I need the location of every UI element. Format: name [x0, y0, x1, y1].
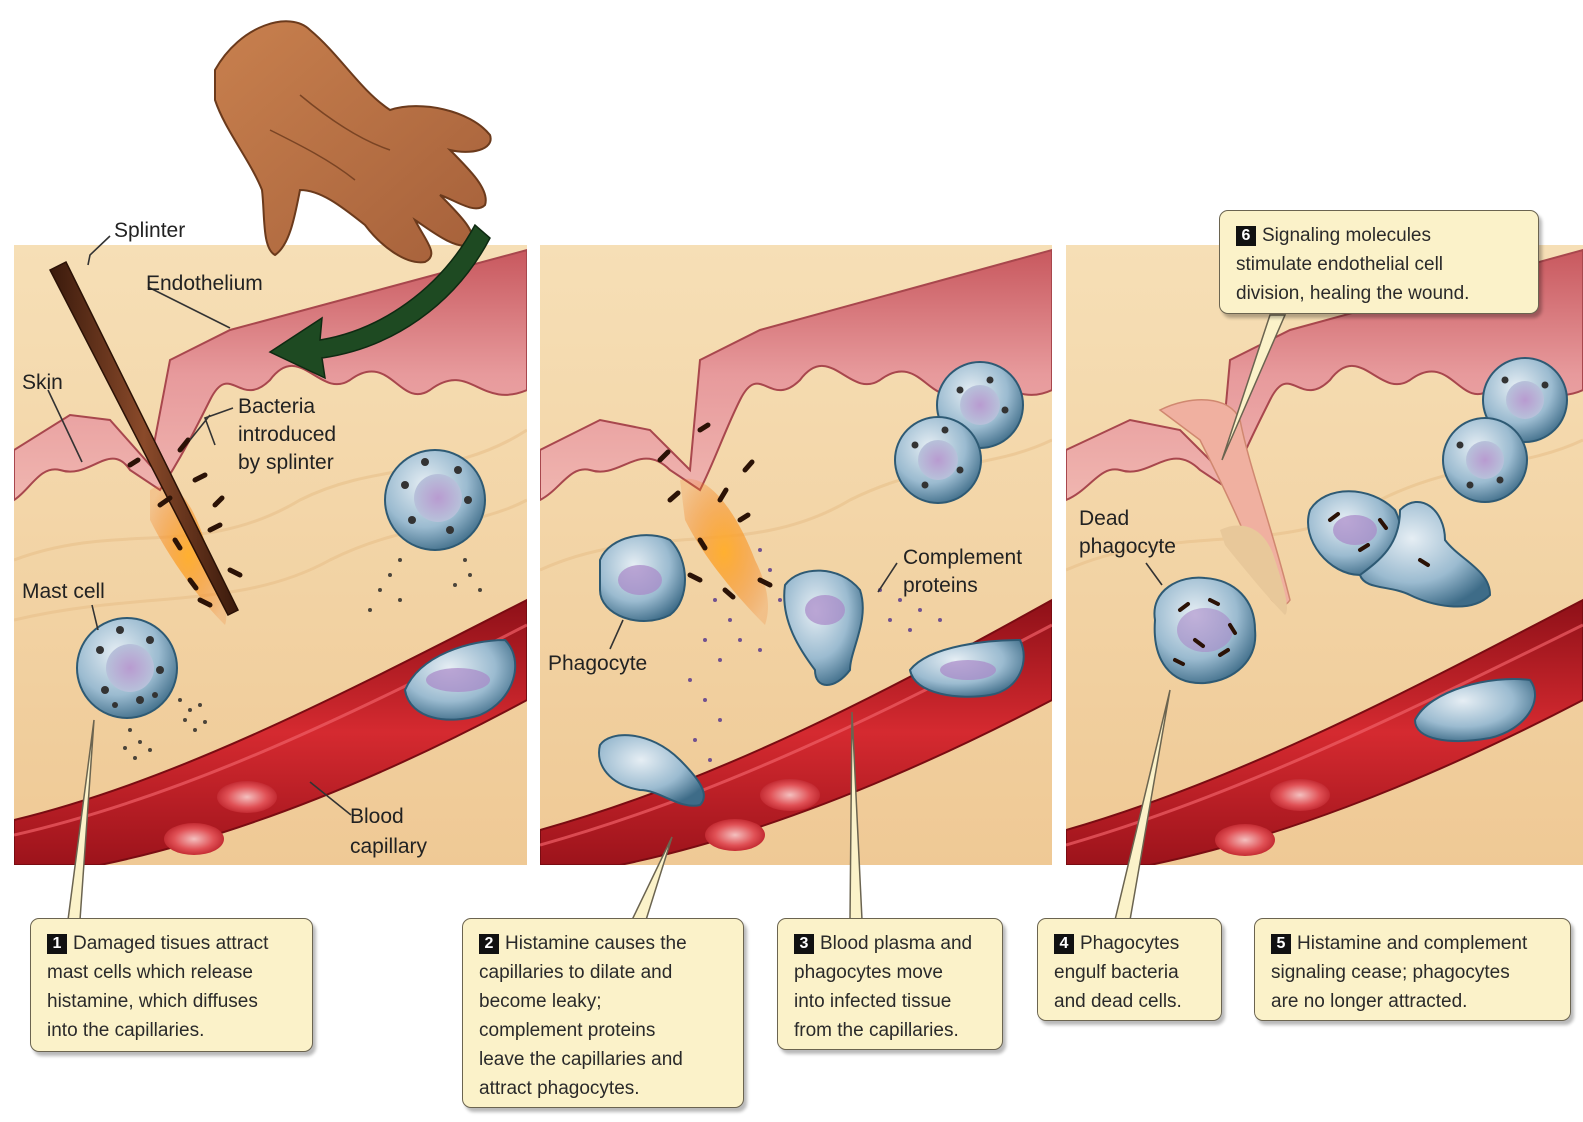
- label-dead-phagocyte-1: Dead: [1079, 507, 1129, 530]
- step-6-line-3: division, healing the wound.: [1236, 279, 1526, 308]
- step-4-line-2: engulf bacteria: [1054, 958, 1209, 987]
- step-2-line-2: capillaries to dilate and: [479, 958, 731, 987]
- step-1-line-4: into the capillaries.: [47, 1016, 300, 1045]
- label-endothelium: Endothelium: [146, 272, 263, 295]
- step-4-line-3: and dead cells.: [1054, 987, 1209, 1016]
- callout-step-5: 5 Histamine and complement signaling ceas…: [1254, 918, 1571, 1021]
- step-3-number: 3: [794, 934, 814, 954]
- step-2-line-1: Histamine causes the: [505, 933, 687, 954]
- label-complement-1: Complement: [903, 546, 1022, 569]
- step-2-line-6: attract phagocytes.: [479, 1074, 731, 1103]
- label-splinter: Splinter: [114, 219, 185, 242]
- step-5-line-3: are no longer attracted.: [1271, 987, 1558, 1016]
- step-3-line-1: Blood plasma and: [820, 933, 972, 954]
- label-bacteria-1: Bacteria: [238, 395, 315, 418]
- label-bacteria-2: introduced: [238, 423, 336, 446]
- callout-step-4: 4 Phagocytes engulf bacteria and dead cel…: [1037, 918, 1222, 1021]
- step-1-number: 1: [47, 934, 67, 954]
- label-phagocyte: Phagocyte: [548, 652, 647, 675]
- step-1-line-1: Damaged tisues attract: [73, 933, 268, 954]
- step-5-number: 5: [1271, 934, 1291, 954]
- step-1-line-2: mast cells which release: [47, 958, 300, 987]
- label-blood-capillary-1: Blood: [350, 805, 404, 828]
- step-2-number: 2: [479, 934, 499, 954]
- callout-step-3: 3 Blood plasma and phagocytes move into i…: [777, 918, 1003, 1050]
- step-4-line-1: Phagocytes: [1080, 933, 1179, 954]
- hand-illustration: [215, 21, 491, 262]
- step-2-line-4: complement proteins: [479, 1016, 731, 1045]
- label-skin: Skin: [22, 371, 63, 394]
- step-3-line-2: phagocytes move: [794, 958, 990, 987]
- label-mast-cell: Mast cell: [22, 580, 105, 603]
- label-complement-2: proteins: [903, 574, 978, 597]
- callout-step-1: 1 Damaged tisues attract mast cells which…: [30, 918, 313, 1052]
- step-2-line-3: become leaky;: [479, 987, 731, 1016]
- step-3-line-4: from the capillaries.: [794, 1016, 990, 1045]
- step-4-number: 4: [1054, 934, 1074, 954]
- step-5-line-1: Histamine and complement: [1297, 933, 1527, 954]
- step-2-line-5: leave the capillaries and: [479, 1045, 731, 1074]
- label-blood-capillary-2: capillary: [350, 835, 428, 858]
- step-1-line-3: histamine, which diffuses: [47, 987, 300, 1016]
- label-dead-phagocyte-2: phagocyte: [1079, 535, 1176, 558]
- step-6-line-1: Signaling molecules: [1262, 225, 1431, 246]
- callout-step-2: 2 Histamine causes the capillaries to dil…: [462, 918, 744, 1108]
- step-6-line-2: stimulate endothelial cell: [1236, 250, 1526, 279]
- callout-step-6: 6 Signaling molecules stimulate endotheli…: [1219, 210, 1539, 314]
- label-bacteria-3: by splinter: [238, 451, 334, 474]
- step-3-line-3: into infected tissue: [794, 987, 990, 1016]
- step-5-line-2: signaling cease; phagocytes: [1271, 958, 1558, 987]
- step-6-number: 6: [1236, 226, 1256, 246]
